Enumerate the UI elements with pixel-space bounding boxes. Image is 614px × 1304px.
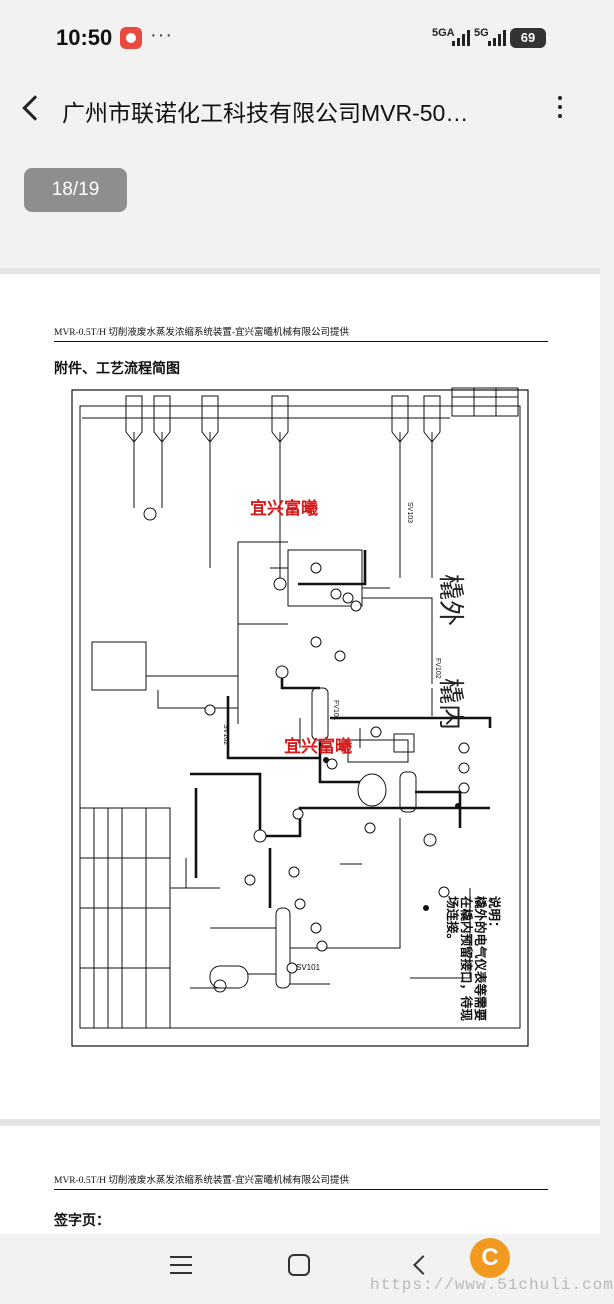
title-bar: 广州市联诺化工科技有限公司MVR-50… [0,76,600,142]
watermark-text-1: 宜兴富曦 [250,498,318,518]
page-indicator: 18/19 [24,168,127,212]
watermark-text-2: 宜兴富曦 [284,736,352,756]
nav-back-icon[interactable] [408,1254,432,1278]
tag-fv101: FV101 [332,700,339,721]
back-button[interactable] [14,90,50,126]
tag-fv102: FV102 [434,658,441,679]
status-bar: 10:50 ··· 5GA 5G 69 [0,0,600,76]
site-watermark: https://www.51chuli.com [370,1276,614,1294]
note-line-4: 场连接。 [445,896,460,946]
document-title: 广州市联诺化工科技有限公司MVR-50… [62,100,469,126]
tag-sv102: SV102 [222,724,229,745]
section-title: 附件、工艺流程简图 [54,362,180,377]
zone-label-outside: 橇外 [436,574,465,626]
page-header-2: MVR-0.5T/H 切削液废水蒸发浓缩系统装置-宜兴富曦机械有限公司提供 [54,1172,548,1190]
network-label-1: 5GA [432,27,455,39]
note-line-1: 说明： [487,896,502,934]
zone-label-inside: 橇内 [436,678,465,730]
more-options-icon[interactable] [540,90,580,126]
diagram-note: 说明： 橇外的电气仪表等需要 在橇内预留接口，待现 场连接。 [445,896,502,1022]
home-icon[interactable] [288,1254,310,1276]
site-logo-icon[interactable]: C [470,1238,510,1278]
app-notification-icon [120,27,142,49]
status-time: 10:50 [56,25,113,50]
process-flow-diagram: 宜兴富曦 宜兴富曦 橇外 橇内 SV103 FV102 FV101 SV102 … [71,387,529,1047]
note-line-2: 橇外的电气仪表等需要 [473,896,488,1022]
document-page-18: MVR-0.5T/H 切削液废水蒸发浓缩系统装置-宜兴富曦机械有限公司提供 附件… [0,274,600,1119]
page-header: MVR-0.5T/H 切削液废水蒸发浓缩系统装置-宜兴富曦机械有限公司提供 [54,324,548,342]
more-notifications-icon: ··· [150,24,173,46]
note-line-3: 在橇内预留接口，待现 [459,896,474,1022]
signal-bars-icon [452,30,472,46]
recent-apps-icon[interactable] [170,1254,194,1276]
tag-sv103: SV103 [406,502,413,523]
signal-bars-icon-2 [488,30,508,46]
tag-sv101: SV101 [296,963,321,972]
section-title-2: 签字页： [54,1214,110,1229]
battery-icon: 69 [510,28,546,48]
network-label-2: 5G [474,27,489,39]
document-viewer[interactable]: MVR-0.5T/H 切削液废水蒸发浓缩系统装置-宜兴富曦机械有限公司提供 附件… [0,268,600,1266]
